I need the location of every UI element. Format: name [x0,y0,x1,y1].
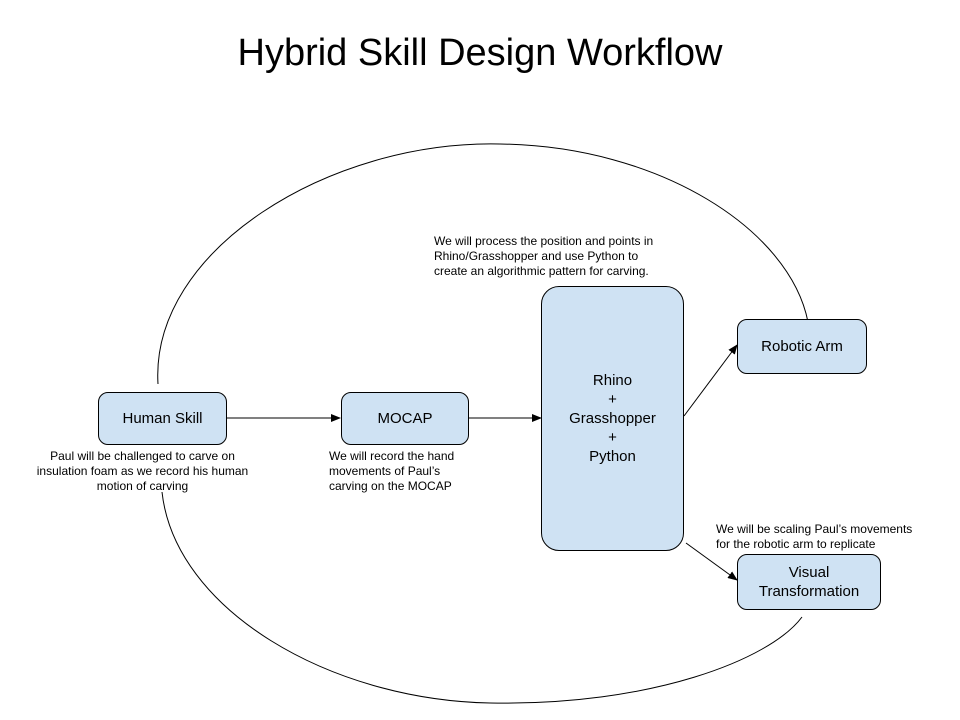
node-rhino-line-2: + [608,391,617,408]
node-robotic-arm: Robotic Arm [737,319,867,374]
note-mocap-line-2: movements of Paul’s [329,464,441,478]
node-mocap: MOCAP [341,392,469,445]
node-visual-line-1: Visual [788,564,830,581]
node-rhino-line-5: Python [589,448,636,465]
note-mocap-line-3: carving on the MOCAP [329,479,452,493]
loop-arc-bottom [161,491,803,704]
note-visual-line-1: We will be scaling Paul’s movements [716,522,913,536]
node-mocap-label: MOCAP [377,410,433,427]
arrow-rhino-to-visual [685,542,738,581]
note-human-skill-line-2: insulation foam as we record his human [36,464,249,478]
node-robotic-arm-label: Robotic Arm [761,338,843,355]
note-rhino: We will process the position and points … [434,234,704,279]
arrow-rhino-to-robotic-arm [683,344,738,417]
note-human-skill-line-3: motion of carving [96,479,189,493]
node-rhino-line-3: Grasshopper [569,410,656,427]
note-visual-transformation: We will be scaling Paul’s movements for … [716,522,946,552]
note-rhino-line-1: We will process the position and points … [434,234,654,248]
note-mocap: We will record the hand movements of Pau… [329,449,499,494]
loop-arc-top [157,143,809,385]
node-rhino-line-1: Rhino [592,372,633,389]
node-visual-line-2: Transformation [758,583,860,600]
node-human-skill-label: Human Skill [122,410,203,427]
note-human-skill: Paul will be challenged to carve on insu… [20,449,265,494]
node-rhino-grasshopper-python: Rhino + Grasshopper + Python [541,286,684,551]
note-human-skill-line-1: Paul will be challenged to carve on [50,449,235,463]
node-rhino-line-4: + [608,429,617,446]
node-human-skill: Human Skill [98,392,227,445]
note-mocap-line-1: We will record the hand [329,449,455,463]
diagram-title: Hybrid Skill Design Workflow [237,32,723,74]
note-rhino-line-2: Rhino/Grasshopper and use Python to [434,249,639,263]
note-visual-line-2: for the robotic arm to replicate [716,537,876,551]
note-rhino-line-3: create an algorithmic pattern for carvin… [434,264,649,278]
node-visual-transformation: Visual Transformation [737,554,881,610]
